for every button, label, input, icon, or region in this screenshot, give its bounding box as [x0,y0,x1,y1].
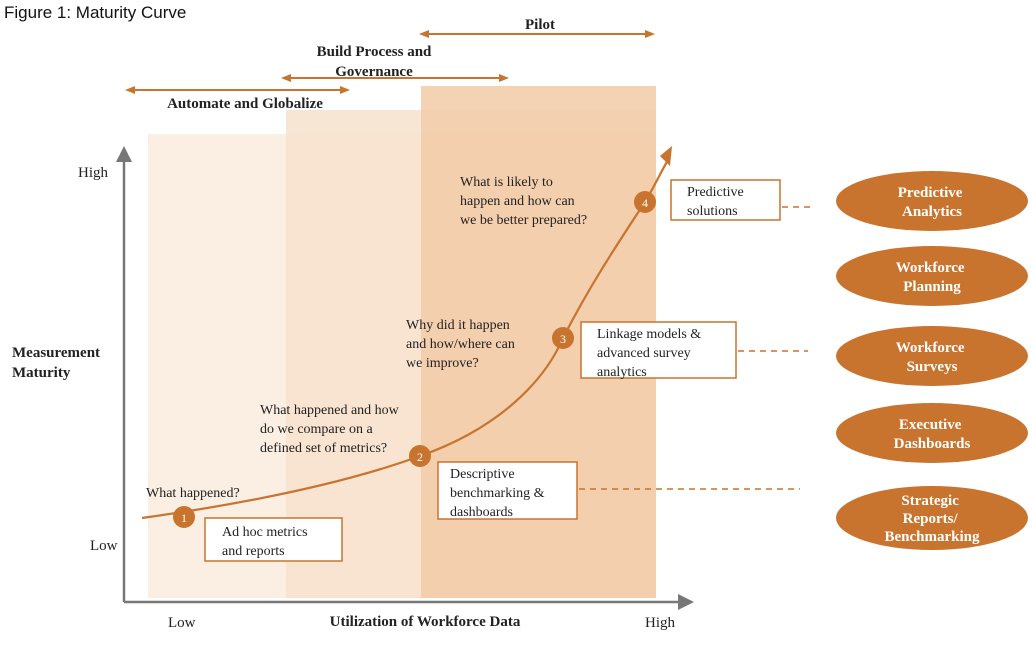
oval-workforce-planning: Workforce Planning [836,246,1028,306]
stage-marker-1: 1 [173,506,195,528]
y-axis-label-line2: Maturity [12,365,71,381]
stage-3-question: Why did it happen and how/where can we i… [406,318,518,371]
stage-2-question: What happened and how do we compare on a… [260,403,402,456]
svg-text:3: 3 [560,332,566,346]
stage-1-question: What happened? [146,486,240,501]
y-low-label: Low [90,538,118,554]
stage-4-question: What is likely to happen and how can we … [460,175,587,228]
phase-automate-label: Automate and Globalize [167,96,323,112]
svg-text:Predictive solutions: Predictive solutions [687,185,747,219]
y-axis-arrowhead [116,146,132,162]
phase-build-label-line2: Governance [335,64,413,80]
y-axis-label-line1: Measurement [12,345,100,361]
x-axis-label: Utilization of Workforce Data [330,614,521,630]
svg-text:2: 2 [417,450,423,464]
oval-predictive-analytics: Predictive Analytics [836,171,1028,231]
svg-text:1: 1 [181,511,187,525]
stage-marker-4: 4 [634,191,656,213]
x-high-label: High [645,615,676,631]
x-low-label: Low [168,615,196,631]
svg-text:Executive Dashboards: Executive Dashboards [894,417,971,452]
curve-arrowhead [660,146,672,166]
oval-executive-dashboards: Executive Dashboards [836,403,1028,463]
svg-text:Linkage models & advance: Linkage models & advanced survey analyti… [597,327,705,380]
y-high-label: High [78,165,109,181]
phase-build-label-line1: Build Process and [317,44,432,60]
svg-text:Ad hoc metrics and repor: Ad hoc metrics and reports [222,525,311,559]
phase-pilot-label: Pilot [525,17,555,33]
stage-4-box: Predictive solutions [670,179,781,221]
stage-3-box: Linkage models & advanced survey analyti… [580,321,737,380]
stage-marker-3: 3 [552,327,574,349]
svg-text:Strategic Reports/: Strategic Reports/ Benchmarking [884,493,980,545]
oval-workforce-surveys: Workforce Surveys [836,326,1028,386]
stage-2-box: Descriptive benchmarking & dashboards [437,461,578,520]
svg-text:Workforce Surveys: Workforce Surveys [896,340,969,375]
x-axis-arrowhead [678,594,694,610]
svg-text:4: 4 [642,196,648,210]
stage-1-box: Ad hoc metrics and reports [204,517,343,562]
svg-text:Descriptive benchmarking: Descriptive benchmarking & dashboards [450,467,548,520]
figure-title: Figure 1: Maturity Curve [4,3,187,22]
svg-text:Predictive Analytics: Predictive Analytics [898,185,966,220]
svg-text:Workforce Planning: Workforce Planning [896,260,969,295]
oval-strategic-reports: Strategic Reports/ Benchmarking [836,486,1028,550]
stage-marker-2: 2 [409,445,431,467]
